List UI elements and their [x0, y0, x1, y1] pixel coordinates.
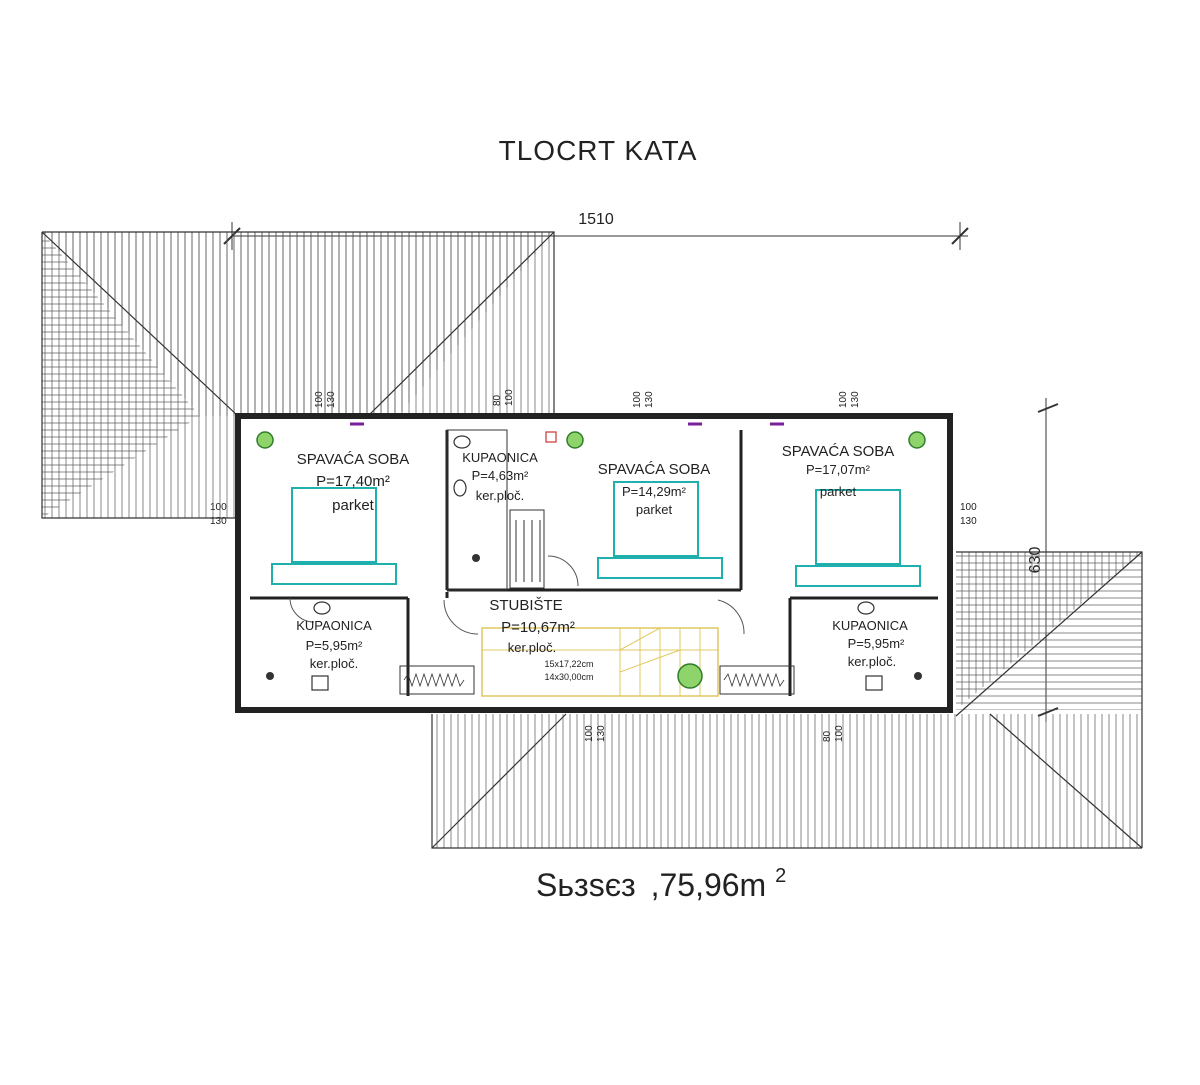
- doors: [289, 555, 745, 635]
- drain-icon: [266, 554, 922, 680]
- exterior-walls: [235, 413, 953, 713]
- stairs-spec-1: 15x17,22cm: [544, 659, 593, 669]
- room-area: P=17,07m²: [806, 462, 871, 477]
- win-dim-bot-4: 130: [850, 391, 861, 408]
- overall-width-label: 1510: [578, 211, 614, 228]
- room-floor: ker.ploč.: [310, 656, 358, 671]
- win-dim-left-bot: 130: [210, 516, 227, 527]
- win-dim-stair-bot: 130: [596, 725, 607, 742]
- win-dim-top-1: 100: [314, 391, 325, 408]
- win-dim-top-3: 100: [632, 391, 643, 408]
- room-area: P=14,29m²: [622, 484, 687, 499]
- room-name: SPAVAĆA SOBA: [598, 461, 711, 478]
- room-floor: parket: [636, 502, 673, 517]
- stairs-icon: [481, 627, 719, 697]
- svg-text:Sьзsєз ,75,96m 2: Sьзsєз ,75,96m 2: [536, 865, 786, 903]
- room-bathroom-3: KUPAONICA P=5,95m² ker.ploč.: [832, 618, 908, 669]
- plant-icon: [256, 431, 926, 689]
- room-floor: ker.ploč.: [848, 654, 896, 669]
- plan-title: TLOCRT KATA: [499, 135, 698, 166]
- win-dim-bot-3: 130: [644, 391, 655, 408]
- room-bathroom-2: KUPAONICA P=5,95m² ker.ploč.: [296, 618, 372, 671]
- room-name: SPAVAĆA SOBA: [782, 443, 895, 460]
- room-name: SPAVAĆA SOBA: [297, 451, 410, 468]
- roof-bottom: [431, 713, 1143, 849]
- roof-right: [955, 551, 1143, 848]
- total-area-value: ,75,96m: [651, 867, 767, 903]
- wardrobe-left: [399, 665, 475, 695]
- win-dim-door-top: 80: [822, 730, 833, 742]
- win-dim-left-top: 100: [210, 502, 227, 513]
- bed-icon: [271, 481, 921, 587]
- room-floor: parket: [332, 497, 375, 514]
- room-floor: ker.ploč.: [476, 488, 524, 503]
- win-dim-top-2: 80: [492, 394, 503, 406]
- win-dim-stair-top: 100: [584, 725, 595, 742]
- win-dim-right-top: 100: [960, 502, 977, 513]
- room-name: STUBIŠTE: [489, 597, 562, 614]
- total-area: Sьзsєз ,75,96m 2: [536, 865, 786, 903]
- room-name: KUPAONICA: [296, 618, 372, 633]
- win-dim-bot-2: 100: [504, 389, 515, 406]
- win-dim-door-bot: 100: [834, 725, 845, 742]
- room-area: P=5,95m²: [848, 636, 905, 651]
- room-name: KUPAONICA: [832, 618, 908, 633]
- room-bedroom-1: SPAVAĆA SOBA P=17,40m² parket: [297, 451, 410, 514]
- room-floor: parket: [820, 484, 857, 499]
- room-area: P=10,67m²: [501, 619, 575, 636]
- win-dim-right-bot: 130: [960, 516, 977, 527]
- window-dimension-labels: 100 130 80 100 100 130 100 130 100 130 1…: [210, 389, 977, 742]
- room-floor: ker.ploč.: [508, 640, 556, 655]
- room-staircase: STUBIŠTE P=10,67m² ker.ploč. 15x17,22cm …: [489, 597, 593, 682]
- room-bedroom-3: SPAVAĆA SOBA P=17,07m² parket: [782, 443, 895, 499]
- room-area: P=4,63m²: [472, 468, 529, 483]
- toilet-icon: [311, 435, 883, 691]
- interior-walls: [250, 429, 938, 696]
- total-area-sup: 2: [775, 865, 786, 887]
- total-area-prefix: Sьзsєз: [536, 867, 636, 903]
- wardrobe-right: [719, 665, 795, 695]
- room-bedroom-2: SPAVAĆA SOBA P=14,29m² parket: [598, 461, 711, 517]
- win-dim-bot-1: 130: [326, 391, 337, 408]
- room-bathroom-1: KUPAONICA P=4,63m² ker.ploč.: [462, 450, 538, 503]
- room-name: KUPAONICA: [462, 450, 538, 465]
- stairs-spec-2: 14x30,00cm: [544, 672, 593, 682]
- win-dim-top-4: 100: [838, 391, 849, 408]
- room-area: P=17,40m²: [316, 473, 390, 490]
- room-area: P=5,95m²: [306, 638, 363, 653]
